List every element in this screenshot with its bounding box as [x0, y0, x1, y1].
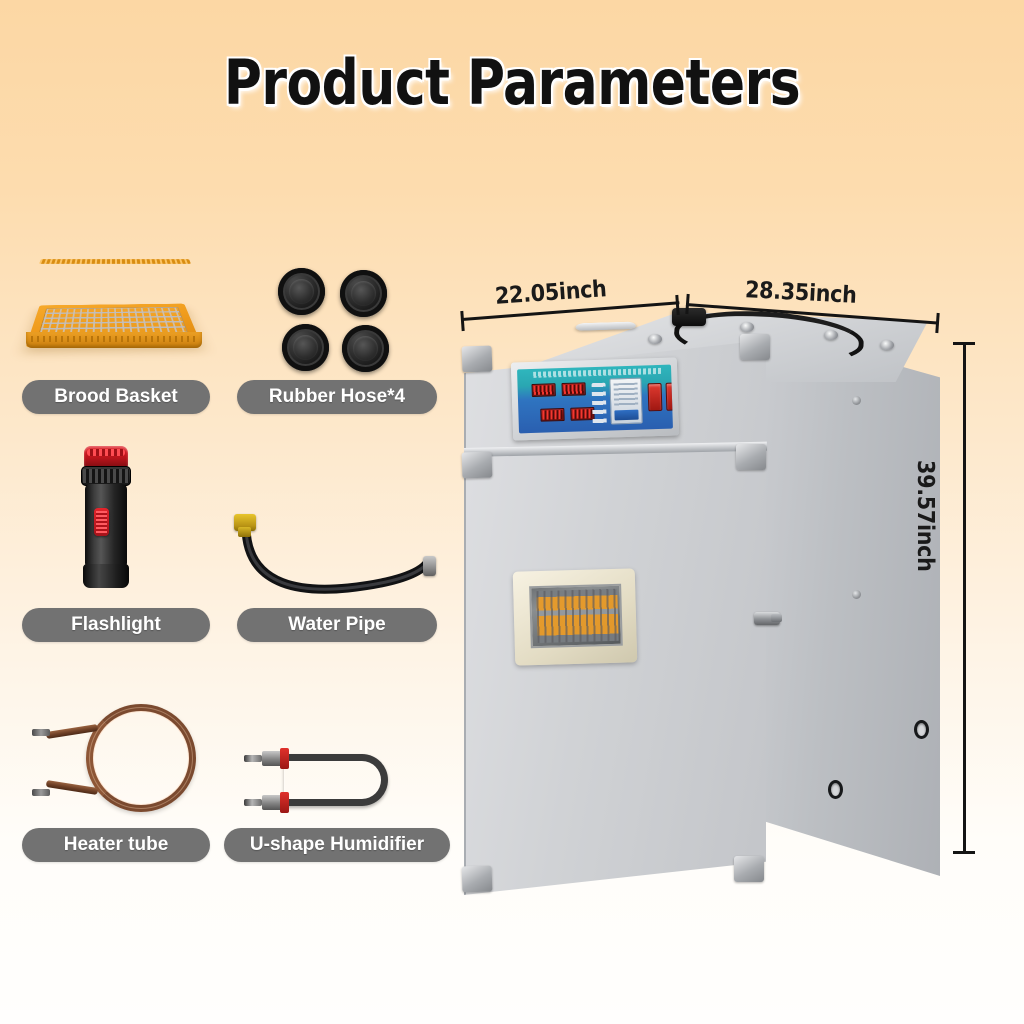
rubber-grommet-icon — [282, 324, 329, 371]
label-flashlight: Flashlight — [22, 608, 210, 642]
page-title: Product Parameters — [223, 46, 801, 119]
red-gasket — [280, 792, 289, 813]
corner-bracket — [736, 444, 766, 470]
flashlight-head — [84, 446, 128, 468]
window-glass — [529, 583, 623, 649]
brood-basket-image — [22, 246, 208, 364]
panel-buttons[interactable] — [591, 382, 607, 426]
ventilation-hole — [914, 720, 929, 739]
label-brood-basket: Brood Basket — [22, 380, 210, 414]
corner-bracket — [461, 345, 493, 373]
top-bolt — [824, 330, 838, 340]
panel-sub-strip — [614, 409, 639, 421]
brass-fitting — [234, 514, 256, 537]
u-tube-icon — [284, 754, 388, 806]
height-dimension-line — [963, 342, 966, 854]
rubber-grommet-icon — [340, 270, 387, 317]
heater-terminal — [32, 729, 50, 736]
flashlight-collar — [81, 466, 131, 486]
heating-coil-icon — [86, 704, 196, 812]
terminal-post — [244, 755, 262, 762]
heater-terminal — [32, 789, 50, 796]
steel-fitting — [423, 556, 436, 576]
tray-notch-edge — [39, 259, 191, 264]
incubator-side-panel — [764, 328, 940, 876]
label-rubber-hose: Rubber Hose*4 — [237, 380, 437, 414]
height-tick-top — [953, 342, 975, 345]
heater-tube-image — [30, 698, 210, 818]
side-screw — [852, 590, 861, 599]
led-display — [540, 407, 565, 422]
rubber-hose-image — [278, 268, 398, 372]
rubber-grommet-icon — [278, 268, 325, 315]
water-pipe-image — [228, 512, 440, 598]
mount-nut — [262, 795, 282, 810]
control-panel[interactable] — [510, 357, 680, 441]
top-bolt — [880, 340, 894, 350]
flashlight-image — [70, 446, 142, 592]
hose-icon — [241, 521, 433, 594]
control-panel-face — [517, 364, 673, 434]
led-display — [561, 382, 586, 397]
heater-lead — [45, 779, 99, 796]
top-handle — [574, 321, 638, 331]
top-bolt — [648, 334, 662, 344]
power-rocker-switch[interactable] — [665, 382, 673, 411]
internal-egg-trays — [536, 589, 619, 643]
incubator-product-image — [448, 300, 948, 930]
terminal-post — [244, 799, 262, 806]
flashlight-switch — [94, 508, 109, 536]
panel-sub-display — [609, 377, 643, 425]
side-screw — [852, 396, 861, 405]
label-heater-tube: Heater tube — [22, 828, 210, 862]
power-rocker-switch[interactable] — [647, 382, 663, 412]
mount-nut — [262, 751, 282, 766]
led-display — [531, 383, 556, 397]
rubber-grommet-icon — [342, 325, 389, 372]
u-shape-humidifier-image — [240, 744, 416, 820]
ventilation-hole — [828, 780, 843, 799]
led-display — [570, 407, 595, 421]
door-latch[interactable] — [754, 612, 782, 625]
corner-bracket — [461, 865, 493, 893]
height-tick-bottom — [953, 851, 975, 854]
red-gasket — [280, 748, 289, 769]
viewing-window — [512, 568, 638, 666]
panel-caption-text — [533, 367, 662, 378]
label-water-pipe: Water Pipe — [237, 608, 437, 642]
corner-bracket — [734, 856, 764, 882]
corner-bracket — [461, 451, 493, 479]
flashlight-tail — [83, 564, 129, 588]
corner-bracket — [740, 334, 770, 360]
height-dimension-label: 39.57inch — [912, 460, 938, 572]
label-u-shape-humidifier: U-shape Humidifier — [224, 828, 450, 862]
top-bolt — [740, 322, 754, 332]
tray-rim — [26, 332, 202, 348]
width-tick-right — [675, 294, 680, 316]
power-plug — [672, 308, 706, 326]
